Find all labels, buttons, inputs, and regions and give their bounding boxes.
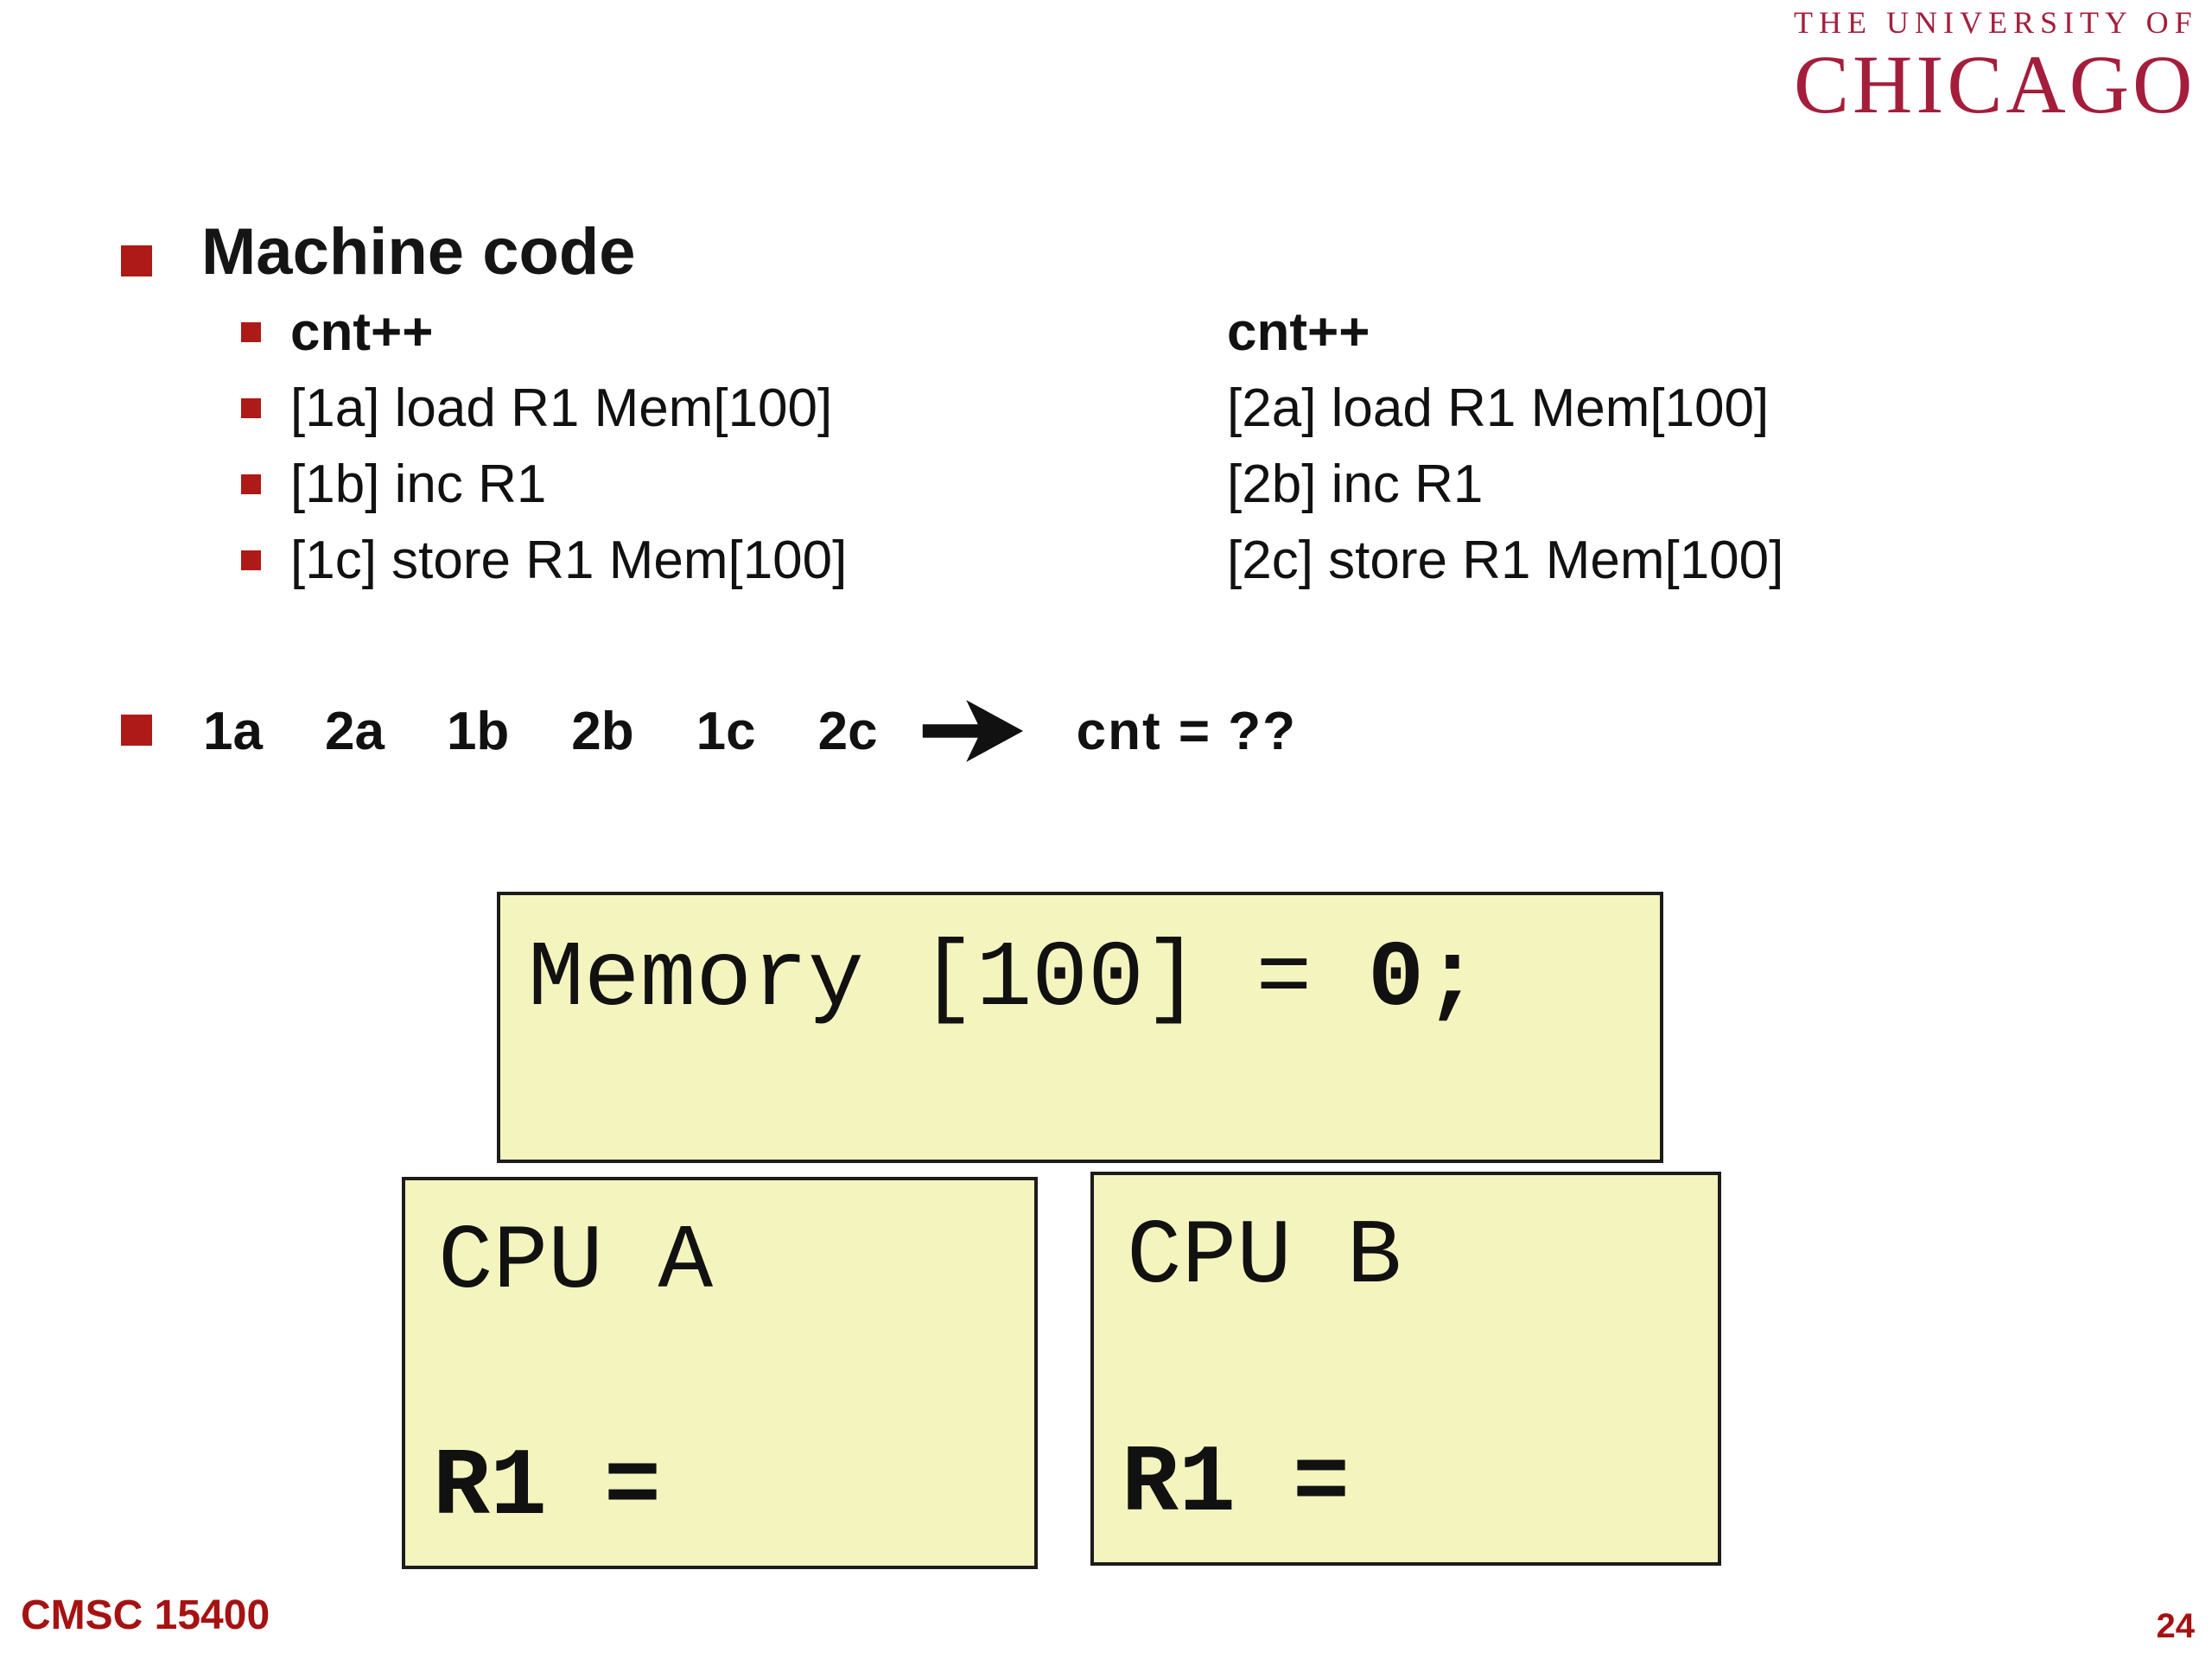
footer-course-label: CMSC 15400 [21,1592,270,1638]
sequence-result: cnt = ?? [1076,701,1297,761]
sequence-bullet-icon [121,715,152,746]
memory-value: 0; [1368,927,1480,1033]
code-line-text: cnt++ [290,302,434,362]
code-line-text: [1a] load R1 Mem[100] [290,378,833,438]
logo-university-line: THE UNIVERSITY OF [1794,5,2198,40]
code-line: [2b] inc R1 [1227,446,1783,522]
sequence-item: 2b [571,701,634,761]
cpu-a-label: CPU A [438,1211,714,1314]
code-line: [1a] load R1 Mem[100] [241,370,847,446]
sequence-item: 1c [696,701,756,761]
cpu-b-register: R1 = [1122,1431,1351,1539]
cpu-a-register: R1 = [433,1434,662,1542]
code-line-text: [2c] store R1 Mem[100] [1227,530,1784,590]
logo-text: THE UNIVERSITY OF CHICAGO [1794,7,2209,126]
code-column-right: cnt++ [2a] load R1 Mem[100] [2b] inc R1 … [1227,294,1783,598]
sub-bullet-icon [241,550,261,570]
memory-text: Memory [100] = 0; [528,933,1480,1027]
sub-bullet-icon [241,321,261,342]
code-line-text: [1b] inc R1 [290,454,547,514]
heading-bullet-icon [121,245,152,276]
sequence-item: 1a [203,701,263,761]
sequence-items: 1a 2a 1b 2b 1c 2c [203,701,878,762]
code-line-text: cnt++ [1227,302,1370,362]
sub-bullet-icon [241,474,261,494]
code-line: [1c] store R1 Mem[100] [241,522,847,598]
code-line: cnt++ [1227,294,1783,370]
sub-bullet-icon [241,397,261,418]
right-arrow-icon [922,700,1023,762]
logo-chicago-line: CHICAGO [1794,38,2196,130]
code-line: [2c] store R1 Mem[100] [1227,522,1783,598]
sequence-item: 1b [446,701,510,761]
code-line: [2a] load R1 Mem[100] [1227,370,1783,446]
memory-label: Memory [100] = [528,927,1369,1033]
cpu-b-box: CPU B R1 = [1090,1172,1721,1566]
code-column-left: cnt++ [1a] load R1 Mem[100] [1b] inc R1 … [241,294,847,598]
sequence-line: 1a 2a 1b 2b 1c 2c cnt = ?? [203,691,1297,771]
cpu-b-label: CPU B [1127,1205,1402,1309]
code-line-text: [2a] load R1 Mem[100] [1227,378,1770,438]
code-line-text: [2b] inc R1 [1227,454,1484,514]
code-line: cnt++ [241,294,847,370]
footer-page-number: 24 [2156,1607,2196,1645]
sequence-item: 2c [817,701,878,761]
code-line-text: [1c] store R1 Mem[100] [290,530,848,590]
cpu-a-box: CPU A R1 = [402,1177,1038,1569]
slide-heading: Machine code [201,215,636,289]
memory-box: Memory [100] = 0; [497,892,1663,1163]
code-line: [1b] inc R1 [241,446,847,522]
sequence-item: 2a [324,701,385,761]
